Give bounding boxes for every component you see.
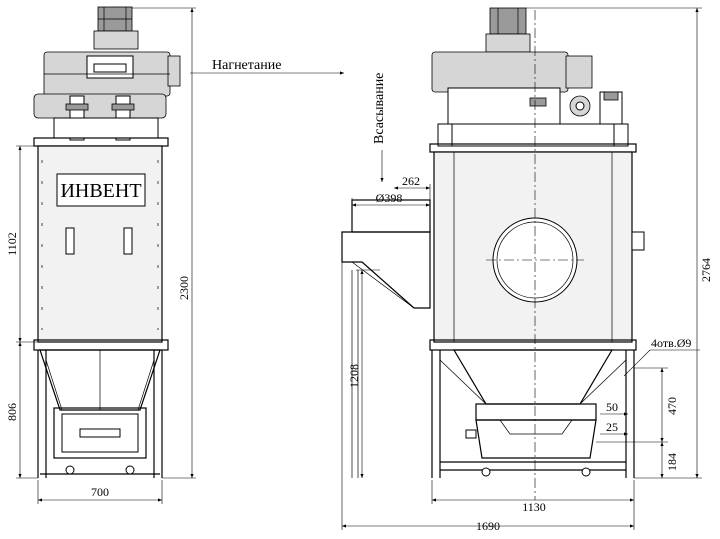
front-motor: [93, 6, 139, 50]
side-dimensions: [341, 7, 702, 530]
dim-front-lower-height: 806: [5, 403, 19, 421]
side-view: [341, 7, 702, 530]
dim-25: 25: [606, 420, 618, 434]
front-filter-body: [33, 137, 169, 351]
discharge-label: Нагнетание: [212, 58, 281, 73]
holes-label: 4отв.Ø9: [651, 336, 691, 350]
front-dust-container: [40, 407, 160, 475]
brand-plate-text: ИНВЕНТ: [60, 180, 141, 202]
dim-side-width: 1130: [522, 500, 546, 514]
dim-front-width: 700: [91, 485, 109, 499]
dim-inlet-height: 1208: [347, 364, 361, 388]
front-view: [16, 6, 196, 504]
side-dust-container: [440, 403, 626, 477]
front-dimensions: [16, 7, 196, 504]
dim-50: 50: [606, 400, 618, 414]
front-valves: [53, 95, 159, 141]
dim-184: 184: [665, 453, 679, 471]
side-fan-housing: [431, 51, 629, 147]
dim-inlet-diameter: Ø398: [376, 191, 403, 205]
suction-label: Всасывание: [372, 73, 387, 144]
dim-front-body-height: 1102: [5, 232, 19, 256]
side-inlet-duct: [341, 199, 431, 478]
dim-front-total-height: 2300: [177, 276, 191, 300]
dim-side-total-height: 2764: [699, 258, 713, 282]
front-hopper: [37, 349, 163, 478]
front-fan-housing: [33, 51, 181, 119]
side-filter-body: [429, 10, 645, 500]
dim-470: 470: [665, 397, 679, 415]
side-motor: [485, 7, 531, 53]
dim-side-total-width: 1690: [476, 519, 500, 533]
dim-inlet-offset: 262: [402, 174, 420, 188]
